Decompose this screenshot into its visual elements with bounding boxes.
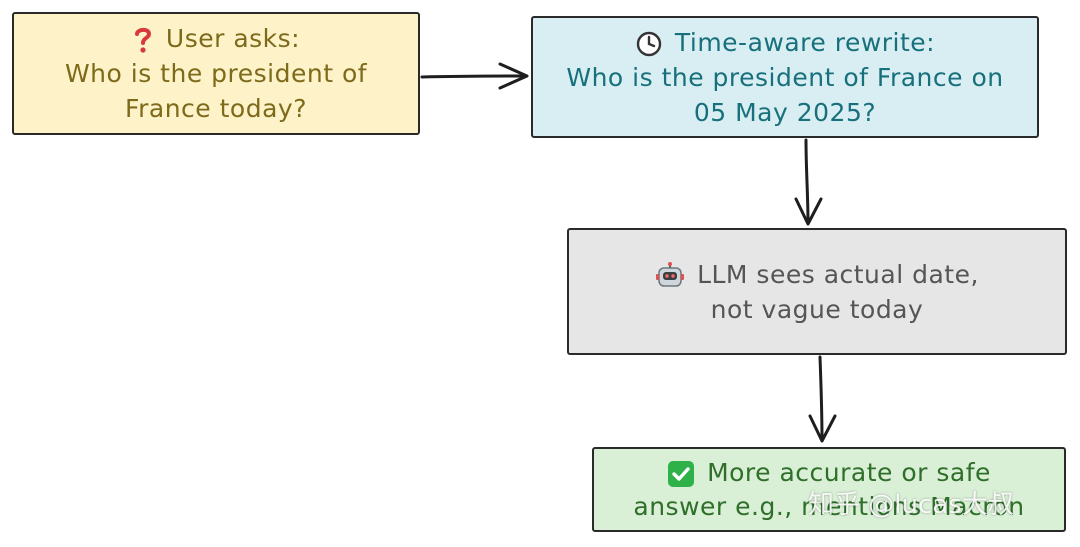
node-user-text-2: Who is the president of [64, 59, 368, 88]
node-answer-text-2: answer e.g., mentions Macron [633, 491, 1025, 521]
node-user-text-3: France today? [125, 94, 307, 123]
node-time-aware-rewrite: Time-aware rewrite: Who is the president… [531, 16, 1039, 138]
node-user-asks: User asks: Who is the president of Franc… [12, 12, 420, 135]
node-rewrite-text-2: Who is the president of France on [566, 62, 1004, 92]
edge-user-to-rewrite [420, 62, 529, 90]
edge-llm-to-answer [808, 355, 837, 443]
node-user-text-1: User asks: [165, 24, 301, 53]
node-answer-line-1: More accurate or safe [667, 456, 991, 490]
node-accurate-answer: More accurate or safe answer e.g., menti… [592, 447, 1066, 532]
node-rewrite-text-1: Time-aware rewrite: [674, 27, 936, 57]
node-rewrite-line-1: Time-aware rewrite: [635, 25, 935, 60]
check-mark-icon [668, 460, 695, 487]
edge-rewrite-to-llm [794, 138, 823, 226]
node-answer-text-1: More accurate or safe [707, 457, 991, 487]
node-llm-sees-date: LLM sees actual date, not vague today [567, 228, 1067, 355]
node-llm-text-1: LLM sees actual date, [697, 259, 979, 289]
node-llm-line-1: LLM sees actual date, [655, 257, 979, 292]
node-rewrite-text-3: 05 May 2025? [693, 97, 877, 127]
clock-icon [636, 31, 662, 56]
robot-icon [656, 261, 685, 287]
node-user-line-1: User asks: [132, 21, 300, 56]
node-llm-text-2: not vague today [710, 294, 924, 324]
question-mark-icon [134, 27, 151, 53]
